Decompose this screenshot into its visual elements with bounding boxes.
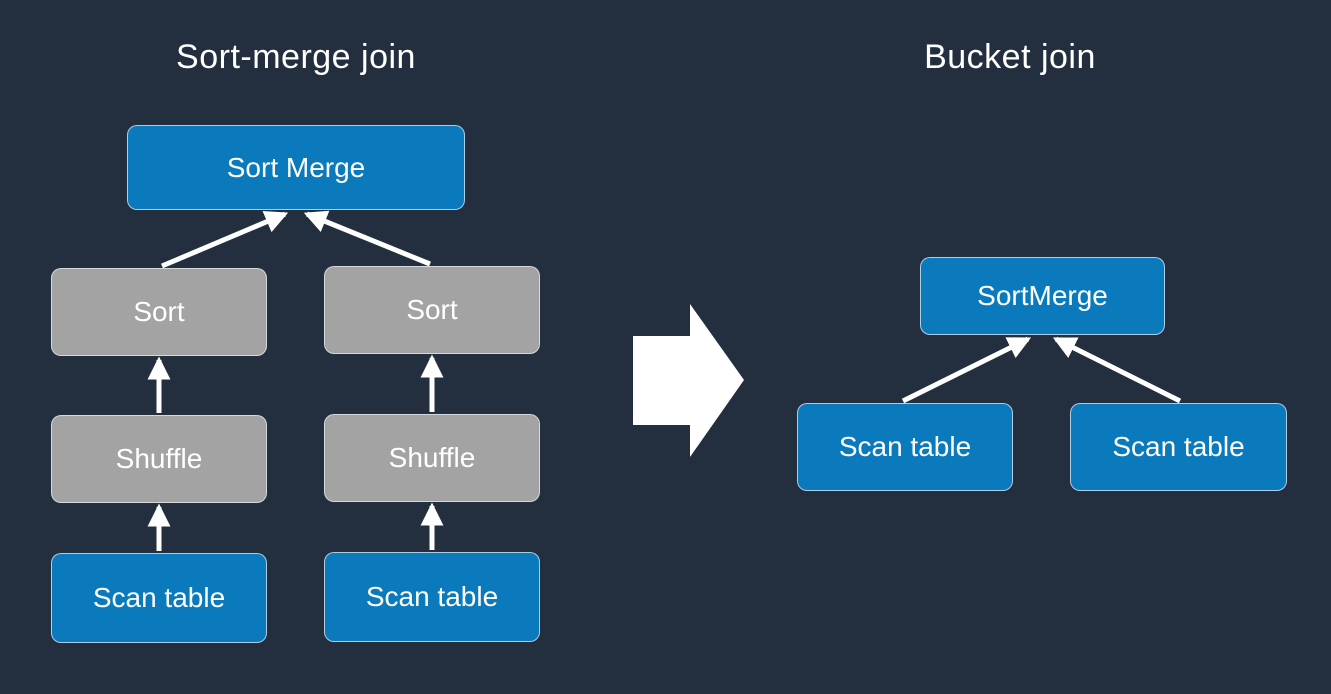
node-sort-left: Sort bbox=[51, 268, 267, 356]
node-bucket-scan-table-right: Scan table bbox=[1070, 403, 1287, 491]
node-sort-merge: Sort Merge bbox=[127, 125, 465, 210]
edge-bucket-scanright-to-sortmerge bbox=[1052, 336, 1182, 404]
node-scan-table-right: Scan table bbox=[324, 552, 540, 642]
node-bucket-sortmerge: SortMerge bbox=[920, 257, 1165, 335]
transform-right-arrow-icon bbox=[633, 304, 744, 457]
edge-bucket-scanleft-to-sortmerge bbox=[901, 336, 1032, 404]
edge-sortright-to-sortmerge bbox=[303, 210, 431, 267]
left-diagram-title: Sort-merge join bbox=[176, 38, 416, 76]
node-bucket-scan-table-left: Scan table bbox=[797, 403, 1013, 491]
right-diagram-title: Bucket join bbox=[924, 38, 1096, 76]
node-shuffle-left: Shuffle bbox=[51, 415, 267, 503]
node-scan-table-left: Scan table bbox=[51, 553, 267, 643]
edge-sortleft-to-sortmerge bbox=[161, 211, 289, 269]
node-shuffle-right: Shuffle bbox=[324, 414, 540, 502]
node-sort-right: Sort bbox=[324, 266, 540, 354]
